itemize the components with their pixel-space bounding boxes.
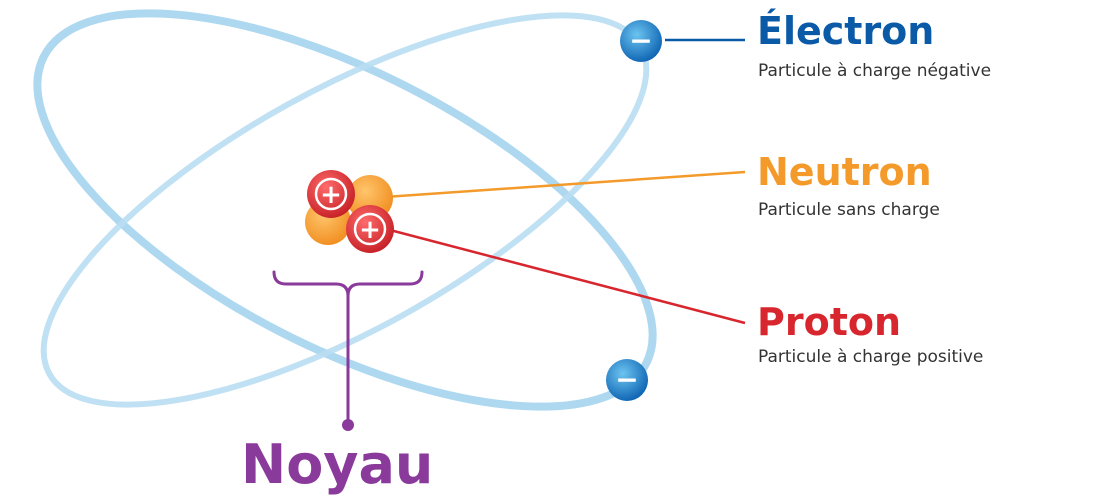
neutron-connector-line <box>384 170 746 199</box>
electron-particle: − <box>606 359 648 401</box>
plus-sign: + <box>320 180 342 210</box>
proton-connector-line <box>389 228 746 325</box>
proton-description: Particule à charge positive <box>758 347 984 367</box>
electron-title: Électron <box>757 9 935 53</box>
electron-description: Particule à charge négative <box>758 61 992 81</box>
proton-particle: + <box>346 205 394 253</box>
plus-sign: + <box>359 215 381 245</box>
minus-sign: − <box>615 363 638 396</box>
minus-sign: − <box>629 24 652 57</box>
nucleus-title: Noyau <box>241 433 434 496</box>
proton-particle: + <box>307 170 355 218</box>
orbit-ring-1 <box>33 9 657 411</box>
nucleus-bracket <box>272 270 424 425</box>
proton-title: Proton <box>757 300 902 344</box>
neutron-title: Neutron <box>757 150 932 194</box>
neutron-description: Particule sans charge <box>758 200 940 220</box>
electron-particle: − <box>620 20 662 62</box>
nucleus-bracket-dot <box>342 419 354 431</box>
